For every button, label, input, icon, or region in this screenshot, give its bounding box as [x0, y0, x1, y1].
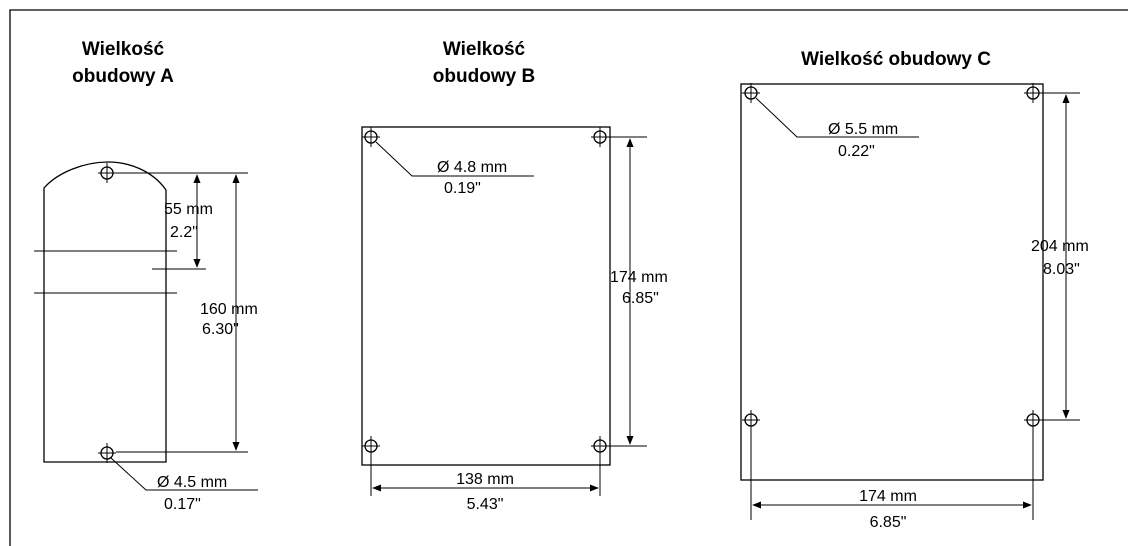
mount-hole-b-bottom-right-icon	[591, 436, 609, 456]
dim-b-height-in: 6.85"	[622, 290, 659, 307]
hole-c-mm: Ø 5.5 mm	[828, 121, 898, 138]
dim-c-width-in: 6.85"	[870, 514, 907, 531]
enclosure-a-outline	[43, 161, 167, 463]
enclosure-a: Wielkość obudowy A 55 mm 2.2" 160 mm 6.3…	[34, 39, 258, 513]
mount-hole-b-top-right-icon	[591, 127, 609, 147]
enclosure-b-outline	[361, 126, 611, 466]
enclosure-c-outline	[740, 83, 1044, 481]
enclosure-b-title-line2: obudowy B	[433, 66, 535, 87]
enclosure-b: Wielkość obudowy B 174 m	[361, 39, 668, 513]
enclosure-b-title-line1: Wielkość	[443, 39, 526, 60]
diagram-frame	[9, 9, 1128, 546]
mount-hole-c-bottom-left-icon	[742, 410, 760, 430]
enclosure-c-title: Wielkość obudowy C	[801, 49, 991, 70]
leader-b-hole	[375, 141, 534, 177]
dim-b-width-in: 5.43"	[467, 496, 504, 513]
dim-b-width-mm: 138 mm	[456, 471, 514, 488]
dim-c-height-mm: 204 mm	[1031, 238, 1089, 255]
mount-hole-c-top-left-icon	[742, 83, 760, 103]
enclosure-c: Wielkość obudowy C 204 mm	[740, 49, 1089, 531]
mount-hole-a-top-icon	[98, 163, 116, 183]
dim-a-160-in: 6.30"	[202, 321, 239, 338]
leader-c-hole	[755, 97, 919, 138]
enclosure-a-title-line1: Wielkość	[82, 39, 165, 60]
hole-c-in: 0.22"	[838, 143, 875, 160]
mount-hole-c-top-right-icon	[1024, 83, 1042, 103]
leader-a-hole	[110, 457, 258, 491]
hole-a-in: 0.17"	[164, 496, 201, 513]
dim-b-height-mm: 174 mm	[610, 269, 668, 286]
hole-b-in: 0.19"	[444, 180, 481, 197]
mount-hole-c-bottom-right-icon	[1024, 410, 1042, 430]
enclosure-a-title-line2: obudowy A	[72, 66, 174, 87]
hole-b-mm: Ø 4.8 mm	[437, 159, 507, 176]
dim-a-55-mm: 55 mm	[164, 201, 213, 218]
hole-a-mm: Ø 4.5 mm	[157, 474, 227, 491]
mount-hole-a-bottom-icon	[98, 443, 116, 463]
dim-c-height-in: 8.03"	[1043, 261, 1080, 278]
dim-a-55-in: 2.2"	[170, 224, 198, 241]
mount-hole-b-top-left-icon	[362, 127, 380, 147]
dim-a-160-mm: 160 mm	[200, 301, 258, 318]
mount-hole-b-bottom-left-icon	[362, 436, 380, 456]
dim-c-width-mm: 174 mm	[859, 488, 917, 505]
